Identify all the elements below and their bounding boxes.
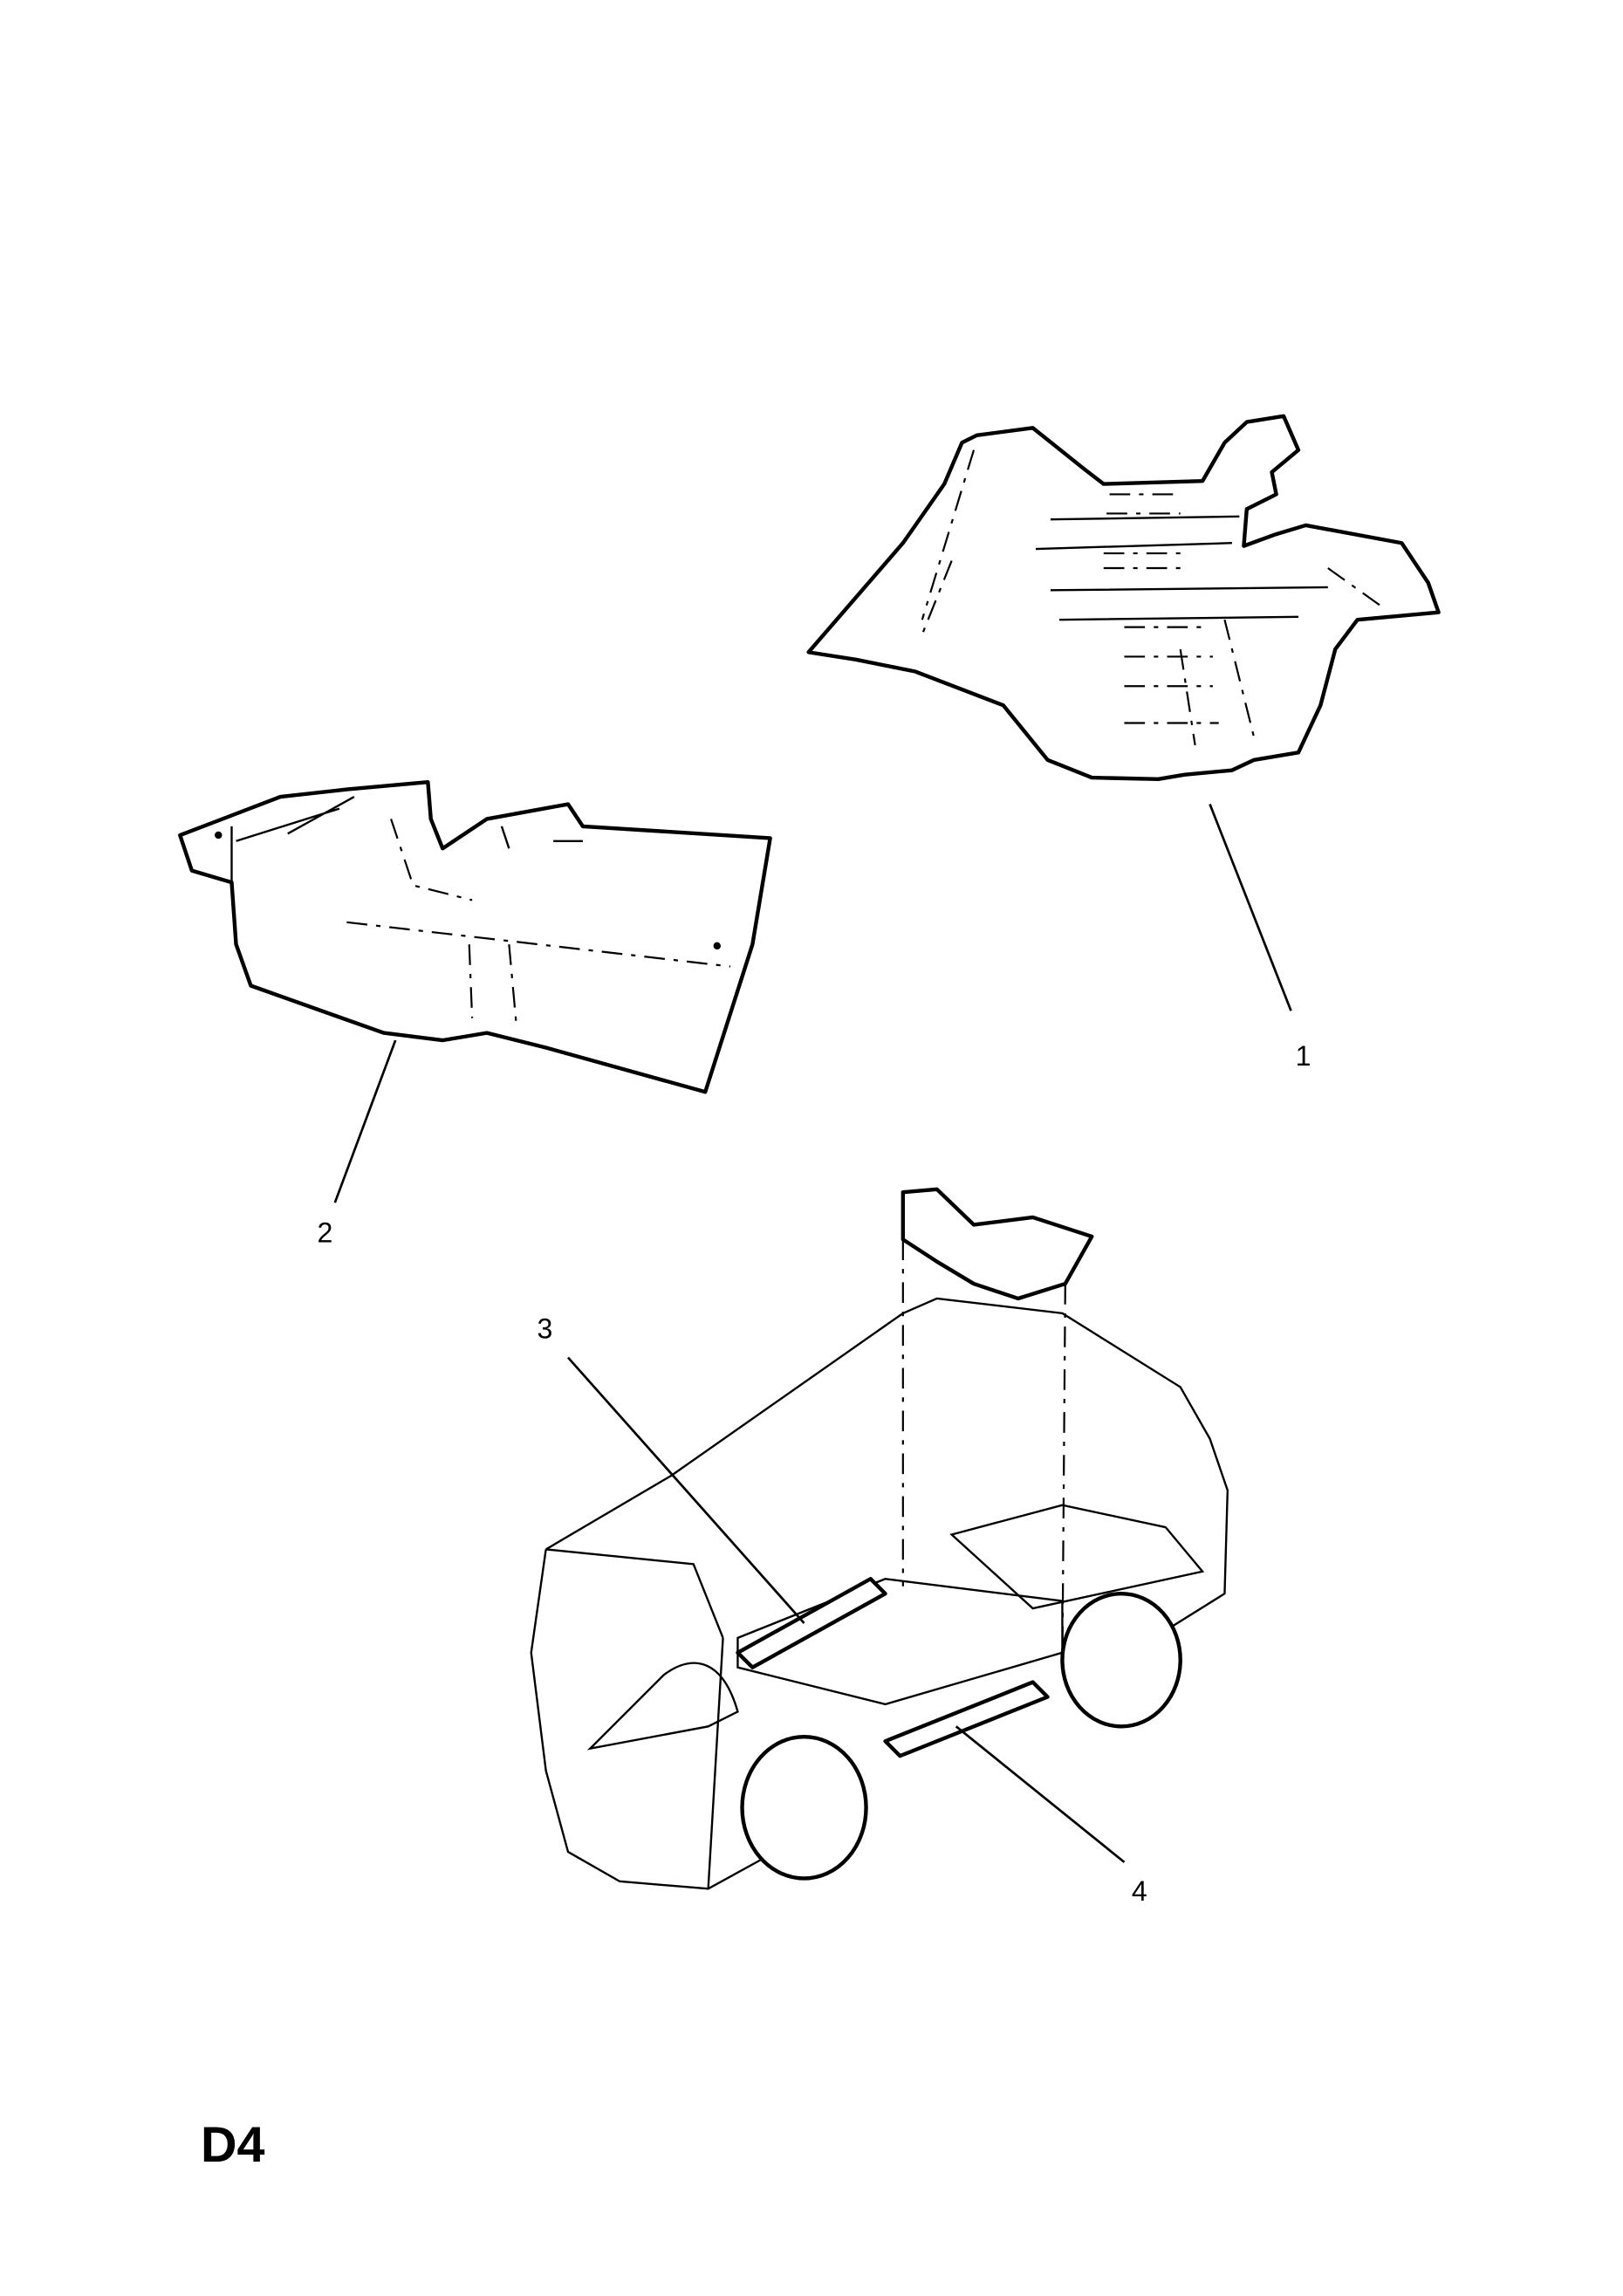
leader-line-2	[333, 1039, 397, 1203]
callout-3: 3	[537, 1313, 552, 1345]
leader-line-4	[955, 1725, 1126, 1863]
callout-1: 1	[1296, 1040, 1311, 1072]
part-3-sill-strip	[736, 1577, 887, 1669]
callout-4: 4	[1132, 1875, 1147, 1907]
hole-mark	[215, 831, 223, 840]
vehicle-body-outline	[530, 1187, 1229, 1890]
leader-line-1	[1209, 804, 1292, 1011]
callout-2: 2	[318, 1217, 333, 1249]
leader-line-3	[566, 1356, 805, 1624]
part-4-sill-strip	[883, 1680, 1050, 1758]
page-code: D4	[201, 2117, 265, 2173]
hole-mark	[713, 942, 722, 950]
part-2-tunnel-covering	[178, 779, 772, 1094]
part-1-front-floor-covering	[806, 414, 1441, 781]
